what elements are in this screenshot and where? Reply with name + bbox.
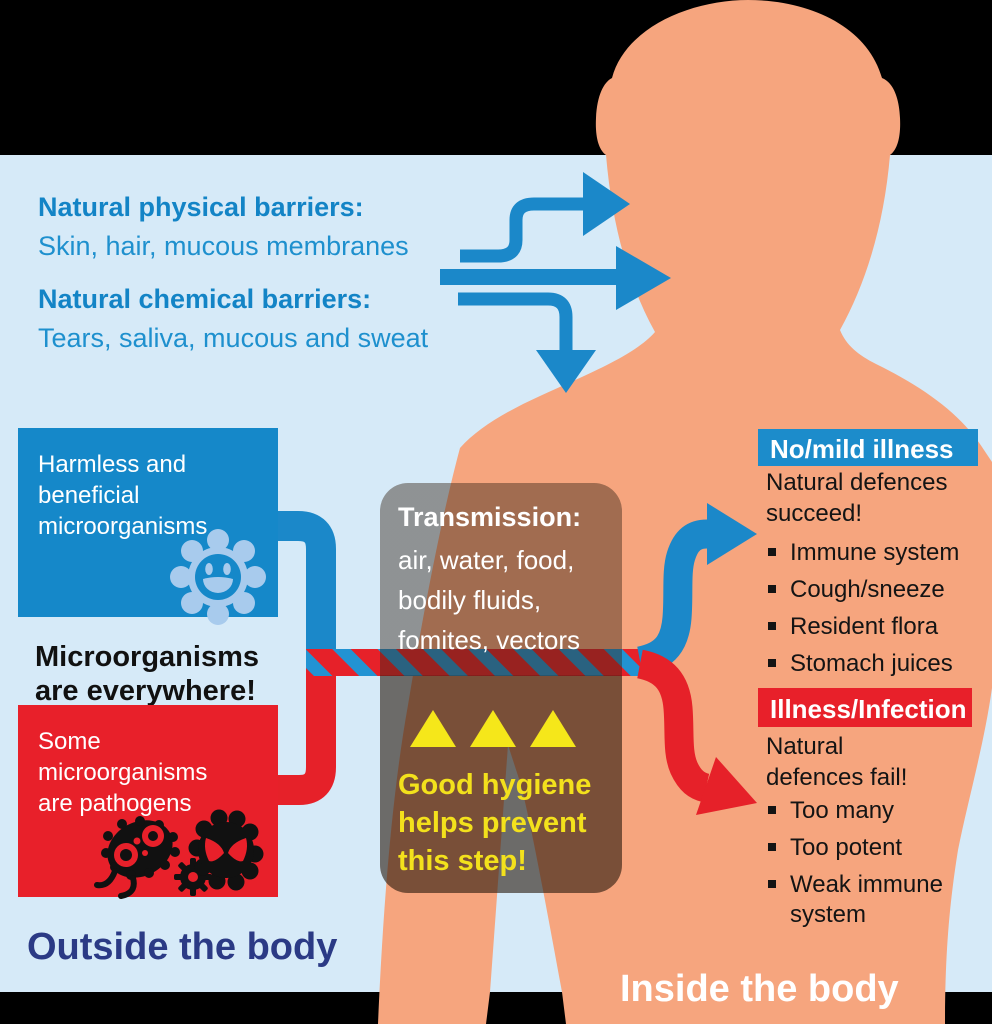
- bullet-text: Too potent: [790, 834, 903, 861]
- chemical-barriers-text: Natural chemical barriers: Tears, saliva…: [38, 280, 508, 358]
- text-line: Some: [38, 728, 101, 755]
- text-line: helps prevent: [398, 807, 587, 839]
- barrier-arrow-deflect-down-icon: [458, 292, 596, 393]
- bullet-item: Weak immune system: [766, 870, 966, 930]
- pathogen-virus-icon: [188, 809, 264, 891]
- physical-barriers-desc: Skin, hair, mucous membranes: [38, 231, 409, 262]
- illness-header: Illness/Infection: [758, 688, 972, 727]
- bullet-text: Too many: [790, 797, 895, 824]
- text-line: Microorganisms: [35, 641, 259, 673]
- text-line: beneficial: [38, 482, 140, 509]
- pathogen-bacterium-icon: [94, 816, 180, 899]
- text-line: microorganisms: [38, 513, 208, 540]
- bullet-text: Weak immune system: [790, 871, 943, 928]
- pathogens-text: Some microorganisms are pathogens: [18, 705, 278, 819]
- hygiene-warning-text: Good hygiene helps prevent this step!: [398, 766, 591, 880]
- bullet-item: Too many: [766, 796, 966, 826]
- warning-triangle-icon: [410, 710, 456, 747]
- mild-outcome-arrow-icon: [636, 503, 757, 676]
- bullet-item: Immune system: [766, 538, 976, 568]
- text-line: are pathogens: [38, 790, 192, 817]
- outside-the-body-label: Outside the body: [27, 926, 338, 968]
- text-line: Natural defences: [766, 469, 948, 496]
- physical-barriers-text: Natural physical barriers: Skin, hair, m…: [38, 188, 508, 266]
- bullet-text: Stomach juices: [790, 650, 953, 677]
- chemical-barriers-desc: Tears, saliva, mucous and sweat: [38, 323, 429, 354]
- barrier-arrow-straight-icon: [440, 246, 671, 310]
- text-line: Good hygiene: [398, 769, 592, 801]
- bullet-square-icon: [768, 548, 776, 556]
- mild-illness-subtext: Natural defences succeed!: [766, 467, 947, 529]
- bullet-text: Resident flora: [790, 613, 939, 640]
- bullet-square-icon: [768, 585, 776, 593]
- text-line: microorganisms: [38, 759, 208, 786]
- text-line: air, water, food,: [398, 545, 575, 575]
- happy-microbe-icon: [170, 529, 266, 625]
- illness-outcome-arrow-icon: [636, 649, 757, 815]
- bullet-item: Resident flora: [766, 612, 976, 642]
- text-line: Natural: [766, 733, 844, 760]
- pathogens-box: Some microorganisms are pathogens: [18, 705, 278, 899]
- text-line: defences fail!: [766, 764, 908, 791]
- bullet-text: Immune system: [790, 539, 960, 566]
- warning-triangles: [410, 710, 576, 747]
- chemical-barriers-title: Natural chemical barriers:: [38, 284, 372, 314]
- text-line: Harmless and: [38, 451, 187, 478]
- bullet-item: Too potent: [766, 833, 966, 863]
- text-line: this step!: [398, 845, 527, 877]
- barrier-arrow-deflect-up-icon: [460, 172, 630, 263]
- harmless-microbes-box: Harmless and beneficial microorganisms: [18, 428, 278, 625]
- transmission-routes: air, water, food, bodily fluids, fomites, …: [398, 540, 580, 660]
- warning-triangle-icon: [530, 710, 576, 747]
- pathogen-icons: [94, 809, 264, 899]
- text-line: are everywhere!: [35, 675, 256, 707]
- bullet-square-icon: [768, 622, 776, 630]
- bullet-square-icon: [768, 843, 776, 851]
- mild-illness-header: No/mild illness: [758, 429, 978, 466]
- warning-triangle-icon: [470, 710, 516, 747]
- bullet-item: Stomach juices: [766, 649, 976, 679]
- harmless-microbes-text: Harmless and beneficial microorganisms: [18, 428, 278, 542]
- harmless-pipe: [277, 511, 336, 662]
- transmission-box: [380, 483, 622, 893]
- inside-the-body-label: Inside the body: [620, 968, 899, 1010]
- text-line: fomites, vectors: [398, 625, 581, 655]
- bullet-square-icon: [768, 659, 776, 667]
- bullet-item: Cough/sneeze: [766, 575, 976, 605]
- transmission-title: Transmission:: [398, 502, 582, 532]
- text-line: succeed!: [766, 500, 863, 527]
- bullet-square-icon: [768, 880, 776, 888]
- illness-subtext: Natural defences fail!: [766, 731, 907, 793]
- pathogen-pipe: [277, 664, 336, 805]
- text-line: bodily fluids,: [398, 585, 542, 615]
- physical-barriers-title: Natural physical barriers:: [38, 192, 364, 222]
- bullet-text: Cough/sneeze: [790, 576, 945, 603]
- bullet-square-icon: [768, 806, 776, 814]
